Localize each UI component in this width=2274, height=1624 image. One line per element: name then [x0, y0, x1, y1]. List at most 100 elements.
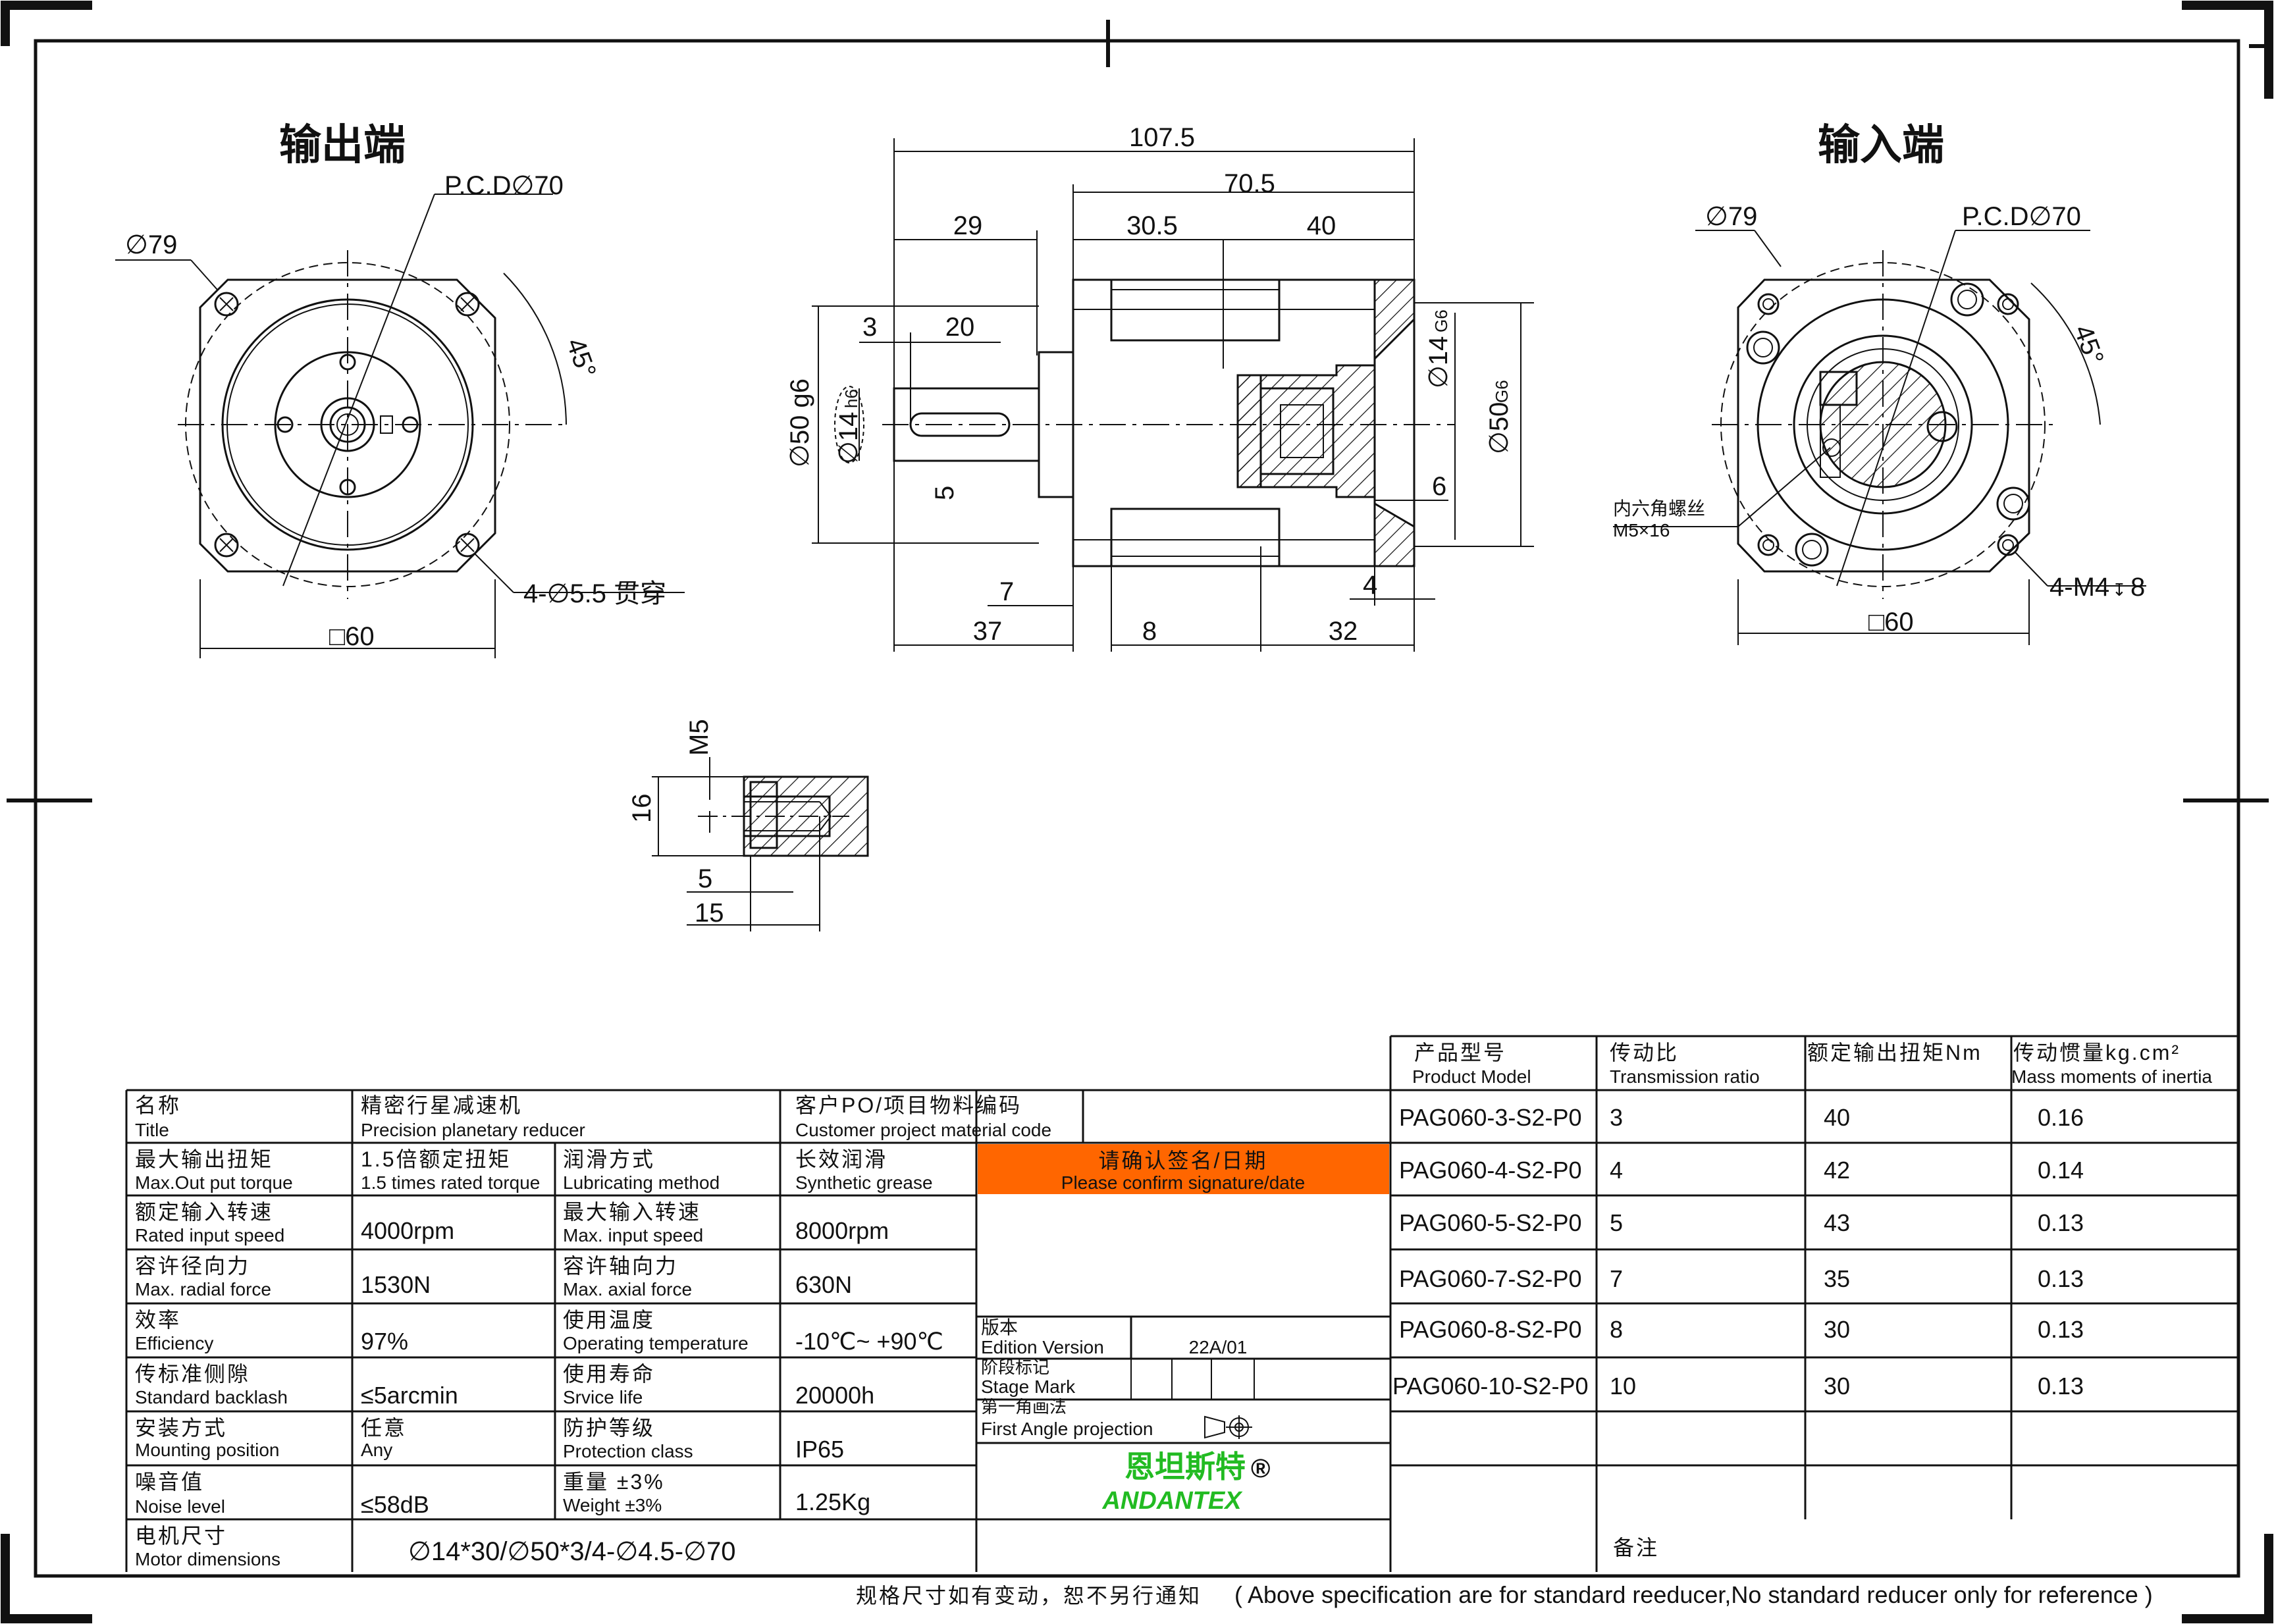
dim-recess: 6: [1432, 472, 1446, 501]
max-torque-en: Max.Out put torque: [135, 1172, 293, 1193]
input-end-view: 输入端 P.C.D∅70 ∅79 45° 内六角螺丝: [1613, 121, 2146, 645]
model-cell: PAG060-3-S2-P0: [1399, 1104, 1581, 1131]
service-life-en: Srvice life: [563, 1387, 643, 1407]
svg-text:↧: ↧: [2112, 580, 2127, 600]
weight-en: Weight ±3%: [563, 1495, 662, 1515]
motor-dims-cn: 电机尺寸: [135, 1524, 227, 1548]
model-table: 产品型号 Product Model 传动比 Transmission rati…: [1389, 1035, 2238, 1572]
lubrication-cn: 润滑方式: [563, 1147, 655, 1171]
customer-code-cn: 客户PO/项目物料编码: [795, 1093, 1022, 1117]
title-label-en: Title: [135, 1120, 169, 1140]
dim-bore-dia: ∅14: [1424, 336, 1453, 388]
brand-reg: ®: [1251, 1454, 1270, 1483]
inertia-cell: 0.13: [2038, 1209, 2084, 1236]
lubrication-value-en: Synthetic grease: [795, 1172, 933, 1193]
lubrication-en: Lubricating method: [563, 1172, 720, 1193]
brand-cn: 恩坦斯特: [1124, 1450, 1246, 1484]
input-angle: 45°: [2069, 321, 2109, 369]
motor-hole: [1950, 282, 1984, 317]
temperature-en: Operating temperature: [563, 1333, 749, 1353]
dim-in-len: 32: [1329, 617, 1358, 646]
ratio-cell: 7: [1610, 1265, 1623, 1292]
rated-speed-cn: 额定输入转速: [135, 1200, 273, 1224]
dim-shaft-dia: ∅14: [834, 412, 863, 464]
temperature-cn: 使用温度: [563, 1308, 655, 1332]
side-view: 107.5 70.5 29 30.5 40 3 20: [785, 123, 1534, 652]
noise-value: ≤58dB: [361, 1491, 429, 1518]
motor-dims-value: ∅14*30/∅50*3/4-∅4.5-∅70: [408, 1537, 735, 1566]
model-cell: PAG060-5-S2-P0: [1399, 1209, 1581, 1236]
max-speed-cn: 最大输入转速: [563, 1200, 701, 1224]
model-cell: PAG060-8-S2-P0: [1399, 1316, 1581, 1343]
confirm-cn: 请确认签名/日期: [1099, 1149, 1268, 1172]
title-value-cn: 精密行星减速机: [361, 1093, 522, 1117]
torque-cell: 30: [1824, 1373, 1850, 1400]
detail-height: 16: [627, 794, 656, 824]
max-torque-value-en: 1.5 times rated torque: [361, 1172, 540, 1193]
dim-total: 107.5: [1129, 123, 1195, 152]
dim-seg1: 30.5: [1126, 211, 1178, 240]
dim-seg2: 40: [1307, 211, 1336, 240]
dim-body: 70.5: [1224, 169, 1275, 198]
lubrication-value-cn: 长效润滑: [795, 1147, 887, 1171]
table-row: PAG060-7-S2-P0 7 35 0.13: [1399, 1265, 2084, 1292]
protection-en: Protection class: [563, 1441, 693, 1461]
header-ratio-cn: 传动比: [1610, 1041, 1679, 1064]
ratio-cell: 8: [1610, 1316, 1623, 1343]
mounting-en: Mounting position: [135, 1440, 279, 1460]
table-row: PAG060-5-S2-P0 5 43 0.13: [1399, 1209, 2084, 1236]
mounting-value-cn: 任意: [361, 1416, 407, 1440]
noise-cn: 噪音值: [135, 1470, 204, 1494]
dim-pilot-dia: ∅50: [1485, 402, 1514, 454]
dim-in-flange: 4: [1363, 571, 1377, 600]
mounting-hole: [1757, 293, 1780, 315]
edition-value: 22A/01: [1189, 1337, 1248, 1357]
output-end-title: 输出端: [279, 121, 406, 169]
projection-en: First Angle projection: [981, 1419, 1153, 1439]
radial-force-value: 1530N: [361, 1271, 431, 1298]
motor-dims-en: Motor dimensions: [135, 1549, 280, 1569]
title-label-cn: 名称: [135, 1093, 181, 1117]
max-speed-en: Max. input speed: [563, 1225, 703, 1245]
dim-shaft-len: 29: [953, 211, 983, 240]
mounting-hole: [214, 292, 239, 317]
motor-hole: [1795, 533, 1829, 567]
backlash-en: Standard backlash: [135, 1387, 288, 1407]
efficiency-en: Efficiency: [135, 1333, 213, 1353]
rated-speed-value: 4000rpm: [361, 1217, 454, 1244]
torque-cell: 35: [1824, 1265, 1850, 1292]
torque-cell: 42: [1824, 1157, 1850, 1184]
input-outer-dia: ∅79: [1705, 202, 1757, 231]
max-torque-cn: 最大输出扭矩: [135, 1147, 273, 1171]
input-end-title: 输入端: [1818, 121, 1944, 169]
confirm-en: Please confirm signature/date: [1061, 1172, 1305, 1193]
max-speed-value: 8000rpm: [795, 1217, 889, 1244]
spec-table: 名称 Title 精密行星减速机 Precision planetary red…: [125, 1089, 1390, 1572]
table-row: PAG060-10-S2-P0 10 30 0.13: [1392, 1373, 2084, 1400]
model-cell: PAG060-4-S2-P0: [1399, 1157, 1581, 1184]
customer-code-en: Customer project material code: [795, 1120, 1051, 1140]
detail-depth1: 5: [698, 864, 712, 893]
input-hole-depth: 8: [2130, 573, 2145, 602]
model-cell: PAG060-10-S2-P0: [1392, 1373, 1589, 1400]
mounting-cn: 安装方式: [135, 1416, 227, 1440]
ratio-cell: 4: [1610, 1157, 1623, 1184]
axial-force-cn: 容许轴向力: [563, 1254, 678, 1278]
radial-force-en: Max. radial force: [135, 1279, 271, 1299]
input-holes-label: 4-M4: [2049, 573, 2109, 602]
mounting-hole: [455, 292, 480, 317]
output-angle: 45°: [561, 334, 602, 382]
rated-speed-en: Rated input speed: [135, 1225, 284, 1245]
ratio-cell: 3: [1610, 1104, 1623, 1131]
dim-shaft-tol: h6: [841, 389, 861, 408]
input-screw-cn: 内六角螺丝: [1613, 498, 1705, 519]
torque-cell: 40: [1824, 1104, 1850, 1131]
table-row: PAG060-4-S2-P0 4 42 0.14: [1399, 1157, 2084, 1184]
header-torque-cn: 额定输出扭矩Nm: [1807, 1041, 1982, 1064]
footer-en: ( Above specification are for standard r…: [1234, 1581, 2153, 1608]
dim-bore-tol: G6: [1431, 309, 1451, 332]
dim-gap: 8: [1142, 617, 1157, 646]
torque-cell: 43: [1824, 1209, 1850, 1236]
mounting-hole: [1997, 534, 2019, 556]
dim-flange: 7: [999, 577, 1014, 606]
